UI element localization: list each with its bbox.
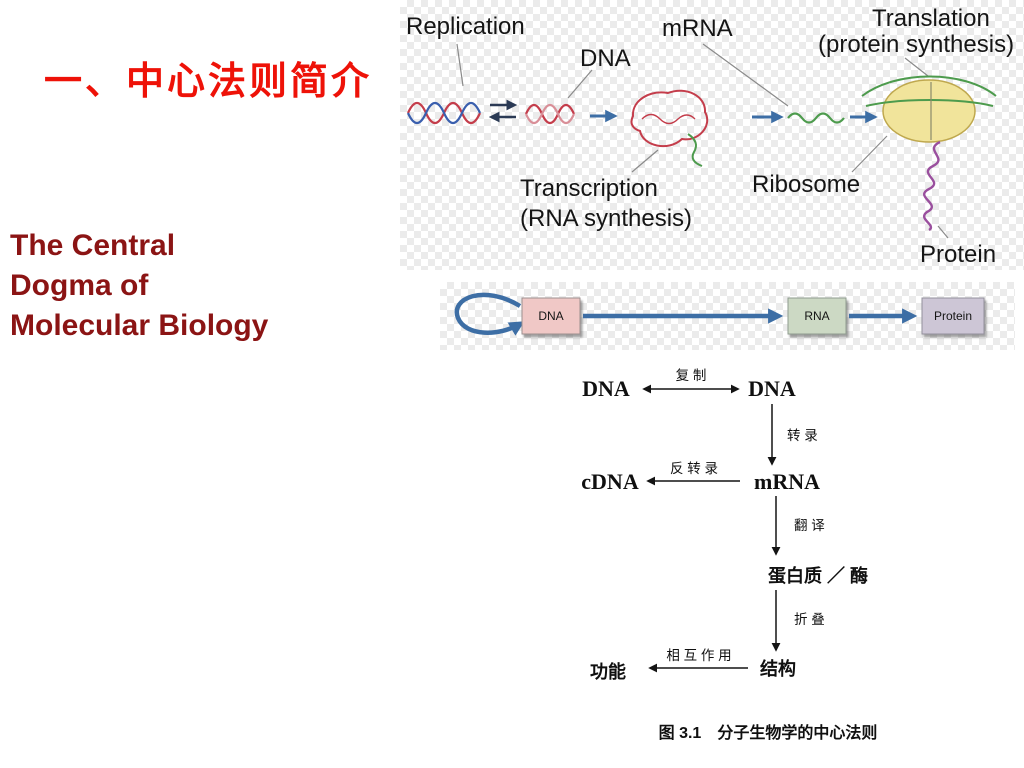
subtitle-line-3: Molecular Biology	[10, 309, 269, 342]
label-translation-line1: Translation	[872, 5, 990, 32]
dogma-dna-left: DNA	[582, 376, 630, 401]
central-dogma-illustration: Replication DNA mRNA Translation (protei…	[400, 0, 1024, 270]
transcription-bubble-icon	[630, 89, 709, 167]
dogma-arrows	[642, 384, 781, 673]
flow-box-rna	[787, 297, 847, 335]
dogma-cdna: cDNA	[581, 469, 639, 494]
label-replication-cn: 复 制	[676, 367, 707, 383]
self-replication-loop-arrow-icon	[454, 292, 525, 336]
dogma-protein-enzyme: 蛋白质 ／ 酶	[768, 565, 868, 586]
replication-equilibrium-arrows-icon	[488, 99, 518, 123]
dna-rna-protein-flow: DNA RNA Protein	[440, 282, 1015, 350]
label-transcription-cn: 转 录	[787, 428, 818, 443]
dogma-structure: 结构	[760, 658, 796, 679]
label-ribosome: Ribosome	[752, 171, 860, 198]
label-interaction-cn: 相 互 作 用	[666, 648, 731, 663]
mrna-strand-icon	[787, 112, 845, 124]
label-translation-cn: 翻 译	[794, 518, 825, 533]
illustration-canvas: Replication DNA mRNA Translation (protei…	[406, 5, 1014, 268]
dogma-dna-right: DNA	[748, 376, 796, 401]
dogma-canvas: DNA DNA cDNA mRNA 复 制 转 录 反 转 录 翻 译 折 叠 …	[581, 367, 878, 742]
subtitle-line-1: The Central	[10, 229, 176, 262]
ribosome-icon	[861, 75, 997, 143]
label-protein: Protein	[920, 241, 996, 268]
label-transcription-line1: Transcription	[520, 175, 658, 202]
dogma-mrna: mRNA	[754, 469, 820, 494]
figure-caption: 图 3.1 分子生物学的中心法则	[659, 723, 878, 742]
dogma-text-chart: DNA DNA cDNA mRNA 复 制 转 录 反 转 录 翻 译 折 叠 …	[540, 360, 940, 752]
leader-lines	[456, 43, 949, 239]
flow-box-protein-label: Protein	[934, 309, 972, 323]
subtitle-en: The Central Dogma of Molecular Biology	[10, 226, 268, 346]
flow-box-protein	[921, 297, 985, 335]
flow-box-dna-label: DNA	[538, 309, 563, 323]
protein-chain-icon	[922, 140, 941, 232]
label-mrna: mRNA	[662, 15, 733, 42]
flow-box-dna	[521, 297, 581, 335]
flow-canvas: DNA RNA Protein	[454, 292, 985, 336]
label-transcription-line2: (RNA synthesis)	[520, 205, 692, 232]
label-replication: Replication	[406, 13, 525, 40]
slide-title-cn: 一、中心法则简介	[44, 61, 373, 103]
dogma-function: 功能	[590, 661, 626, 682]
dna-double-helix-icon	[406, 101, 482, 125]
label-reverse-transcription-cn: 反 转 录	[670, 461, 718, 476]
label-dna: DNA	[580, 45, 631, 72]
subtitle-line-2: Dogma of	[10, 269, 149, 302]
dna-helix-icon	[524, 103, 576, 125]
label-translation-line2: (protein synthesis)	[818, 31, 1014, 58]
label-folding-cn: 折 叠	[794, 612, 825, 627]
flow-box-rna-label: RNA	[804, 309, 829, 323]
